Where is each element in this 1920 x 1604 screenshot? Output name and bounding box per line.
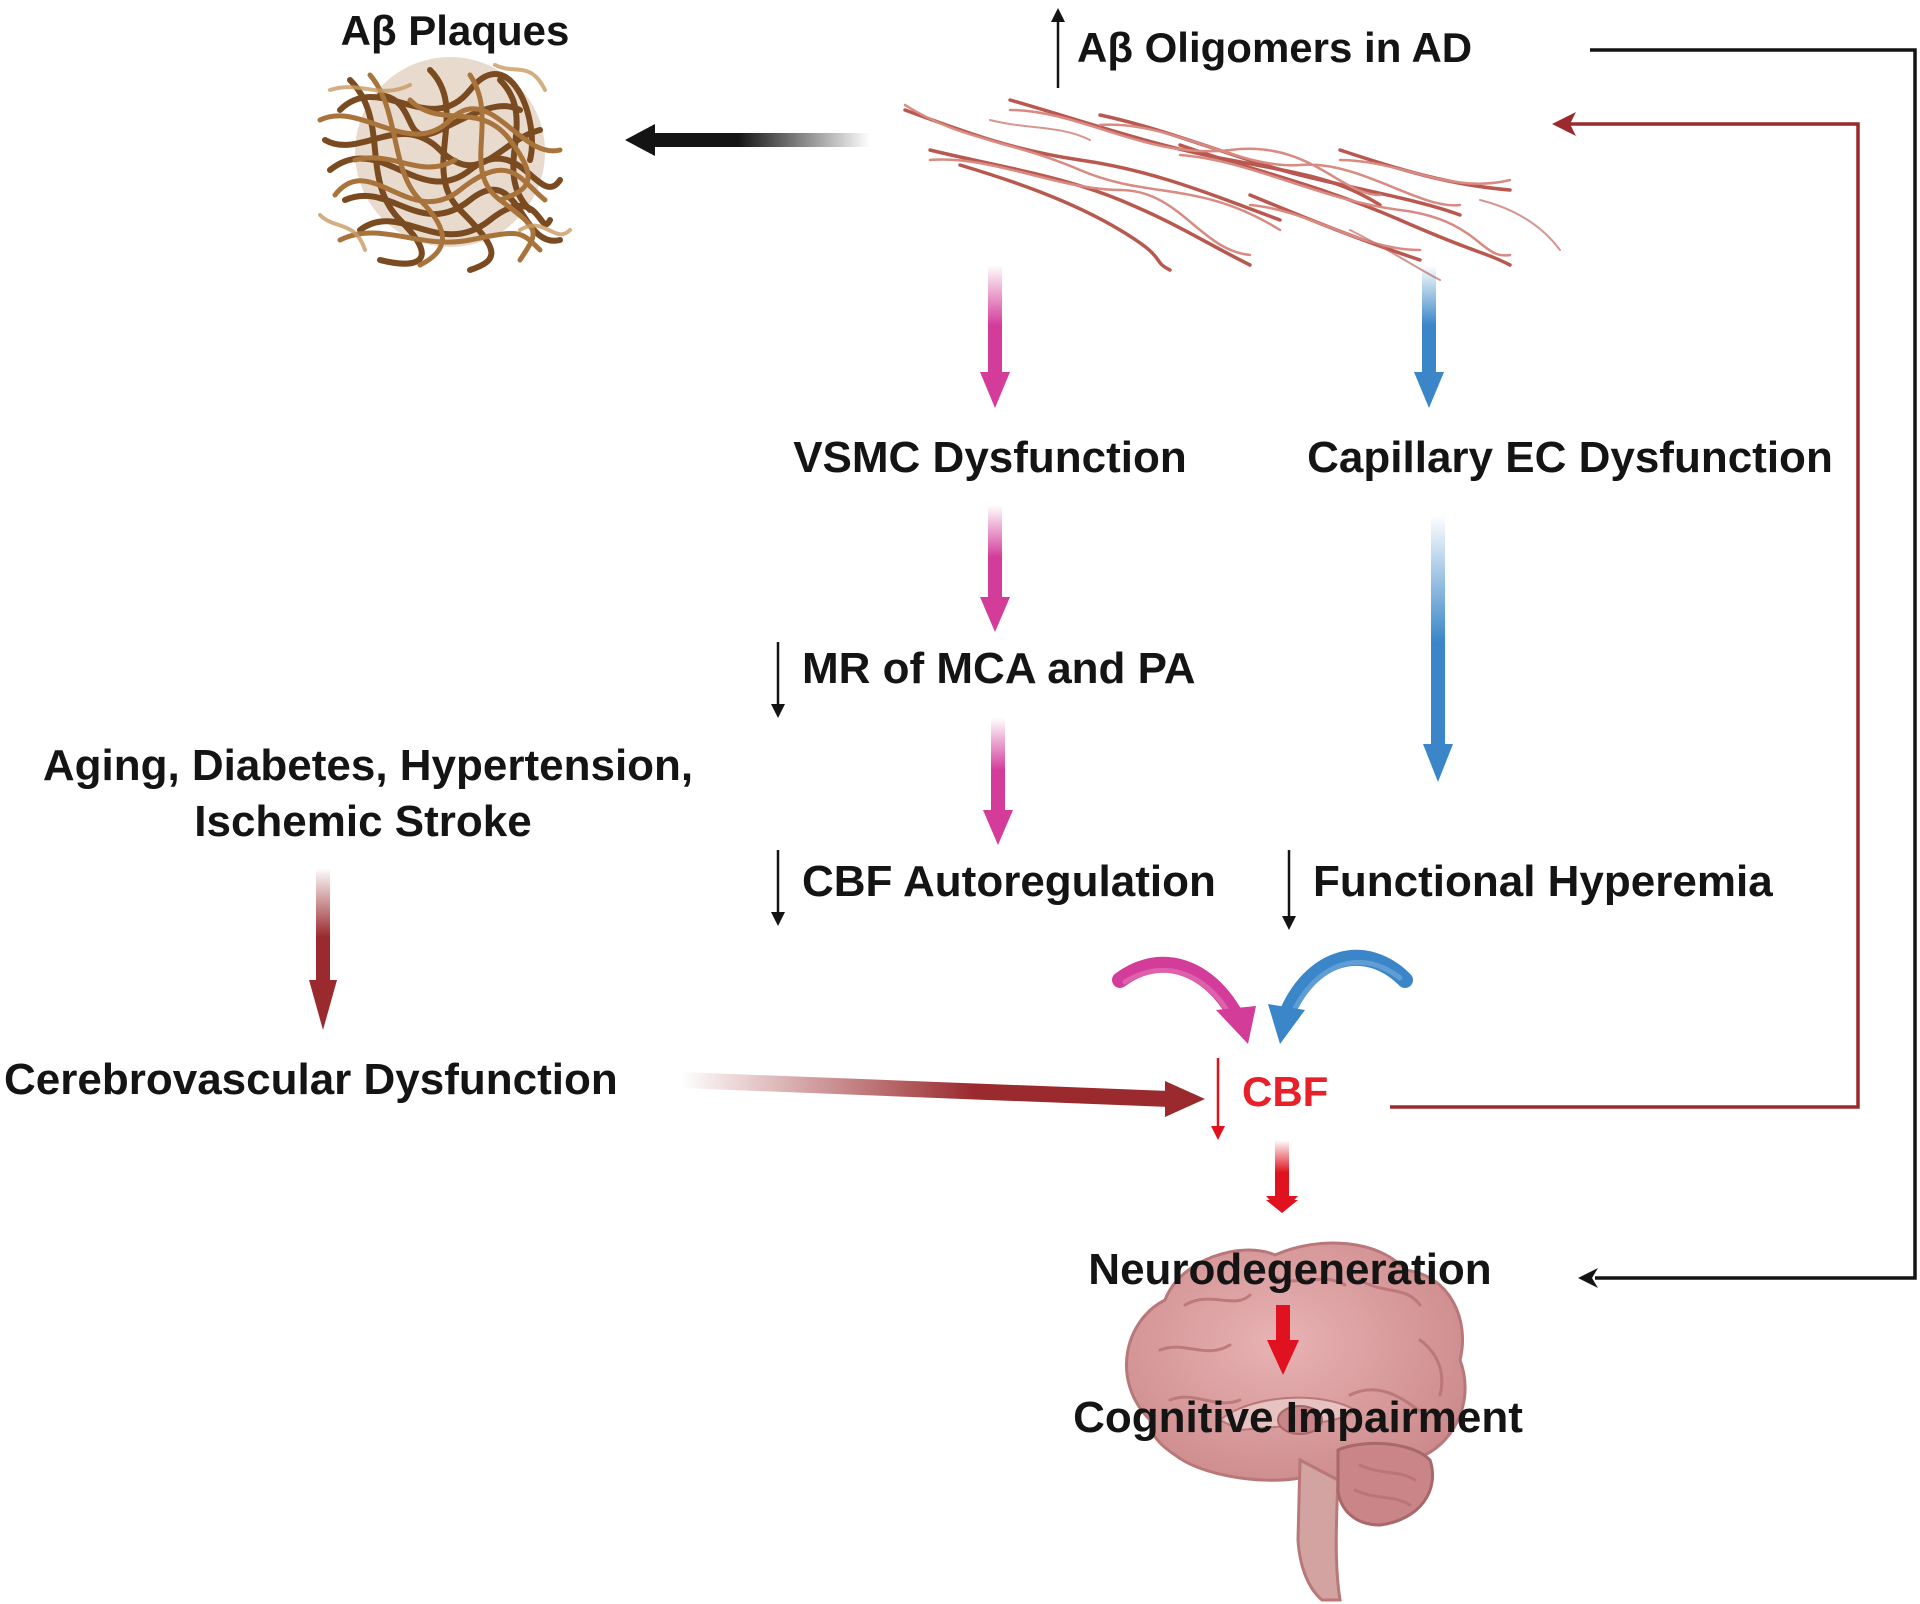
ec-to-cbf-curved-arrow: [1268, 949, 1413, 1044]
decrease-arrow-hyperemia-icon: [1282, 850, 1296, 930]
abeta-plaques-label: Aβ Plaques: [341, 7, 570, 54]
risk-factors-arrow: [309, 868, 337, 1030]
vsmc-pathway-arrow-3: [983, 718, 1013, 845]
oligomer-fibrils-icon: [903, 98, 1561, 281]
decrease-arrow-mr-icon: [771, 642, 785, 718]
abeta-oligomers-label: Aβ Oligomers in AD: [1077, 24, 1472, 71]
decrease-arrow-autoregulation-icon: [771, 850, 785, 926]
risk-factors-label-line1: Aging, Diabetes, Hypertension,: [43, 741, 693, 790]
ec-pathway-arrow-2: [1423, 515, 1453, 782]
oligomers-to-neurodegeneration-connector: [1578, 48, 1917, 1288]
cbf-to-oligomers-connector: [1390, 112, 1860, 1109]
vsmc-to-cbf-curved-arrow: [1112, 956, 1256, 1044]
cognitive-impairment-label: Cognitive Impairment: [1073, 1393, 1523, 1442]
increase-arrow-icon: [1051, 8, 1065, 88]
vsmc-pathway-arrow-1: [980, 265, 1010, 408]
ec-pathway-arrow-1: [1414, 265, 1444, 408]
vsmc-pathway-arrow-2: [980, 505, 1010, 632]
mr-mca-pa-label: MR of MCA and PA: [802, 644, 1196, 693]
cbf-to-neurodegeneration-arrow: [1266, 1140, 1298, 1213]
functional-hyperemia-label: Functional Hyperemia: [1313, 857, 1773, 906]
capillary-ec-dysfunction-label: Capillary EC Dysfunction: [1307, 433, 1833, 482]
risk-factors-label-line2: Ischemic Stroke: [194, 797, 532, 846]
plaque-fibril-tangle-icon: [317, 57, 572, 273]
cbf-autoregulation-label: CBF Autoregulation: [802, 857, 1216, 906]
neurodegeneration-to-cognitive-arrow: [1267, 1305, 1299, 1375]
brain-sagittal-icon: [1125, 1241, 1467, 1602]
cbf-label: CBF: [1242, 1068, 1328, 1115]
neurodegeneration-label: Neurodegeneration: [1088, 1245, 1491, 1294]
decrease-arrow-cbf-icon: [1211, 1058, 1225, 1140]
cerebrovascular-dysfunction-label: Cerebrovascular Dysfunction: [4, 1055, 618, 1104]
oligomers-to-plaques-arrow: [625, 124, 870, 156]
cerebrovascular-to-cbf-arrow: [680, 1072, 1205, 1117]
vsmc-dysfunction-label: VSMC Dysfunction: [793, 433, 1187, 482]
